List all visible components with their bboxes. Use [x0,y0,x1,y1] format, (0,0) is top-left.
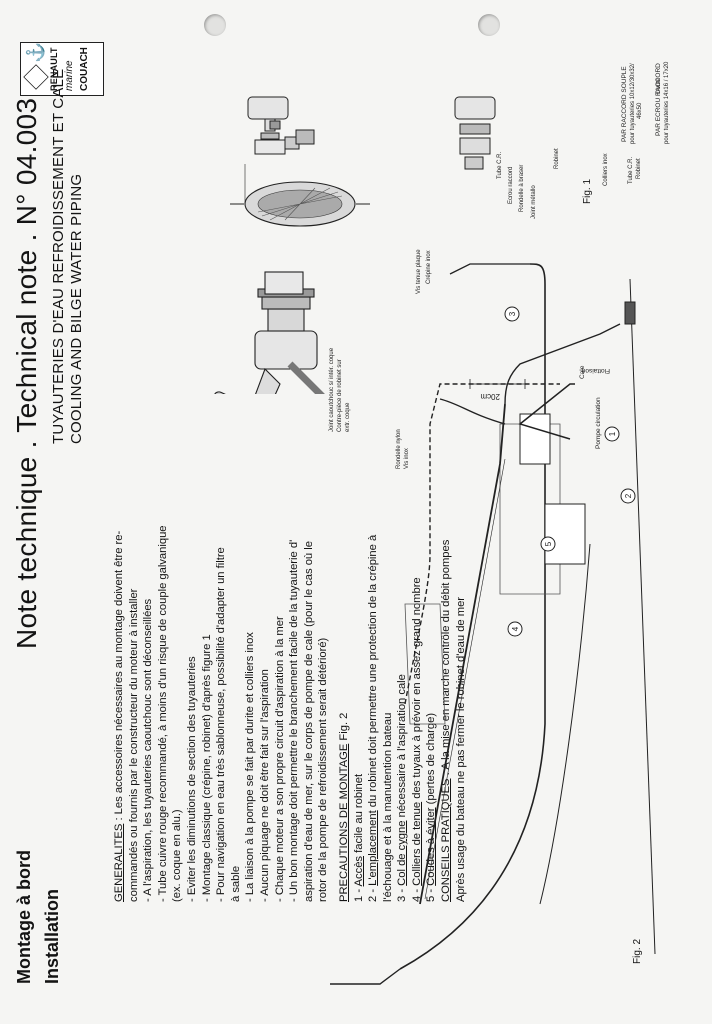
label-tube-cr: Tube C.R. [497,152,503,179]
swan-neck [504,323,621,405]
label-rondelle-nylon: Rondelle nylon [396,429,402,469]
label-vis-tenue: Vis tenue plaque [416,249,422,294]
callout-2: 2 [624,493,633,498]
label-ext-coque: extr. coque [345,402,351,432]
label-souple-sub2: 46x50 [637,102,643,119]
callout-1: 1 [608,431,617,436]
pipe-main [419,403,506,905]
label-tube-cr-2: Tube C.R. [628,157,634,184]
label-joint: Joint caoutchouc s/ intér. coque [329,347,335,432]
label-rondelle-braser: Rondelle à braser [519,165,525,212]
label-pompe: Pompe circulation [595,397,602,449]
label-cale: Cale [579,365,586,379]
label-colliers: Colliers inox [603,153,609,186]
label-ecrou-title: PAR ECROU RACCORD [655,63,662,136]
label-ecrou-sub: pour tuyauteries 14x16 / 17x20 [664,61,670,144]
label-durite: Durite [656,77,662,94]
label-robinet: Robinet [554,148,560,169]
cale-box [544,503,586,565]
label-contre: Contre-pièce de robinet sur [337,359,343,432]
label-robinet-2: Robinet [636,158,642,179]
figure-2-caption: Fig. 2 [632,939,643,964]
label-vis-inox: Vis inox [404,448,410,469]
figure-1-caption: Fig. 1 [582,179,593,204]
bilge-pipe [404,383,560,705]
label-ecrou-raccord: Ecrou raccord [508,167,514,204]
label-crepine: Crépine inox [426,250,432,284]
figure-1 [210,164,370,394]
callout-5: 5 [544,541,553,546]
label-souple-title: PAR RACCORD SOUPLE [621,66,628,142]
dimension-label: 20cm [480,392,500,401]
punch-hole [204,14,226,36]
hull-line [399,263,546,970]
label-joint-metal: Joint métallo [531,185,537,219]
label-flottaison: Flottaison [581,367,610,374]
strainer-drawing [230,164,370,227]
label-souple-sub: pour tuyauteries 10x12/30x32/ [630,63,636,144]
punch-hole [478,14,500,36]
seacock-drawing [210,271,333,394]
callout-3: 3 [508,311,517,316]
waterline [629,278,656,955]
callout-4: 4 [511,626,520,631]
